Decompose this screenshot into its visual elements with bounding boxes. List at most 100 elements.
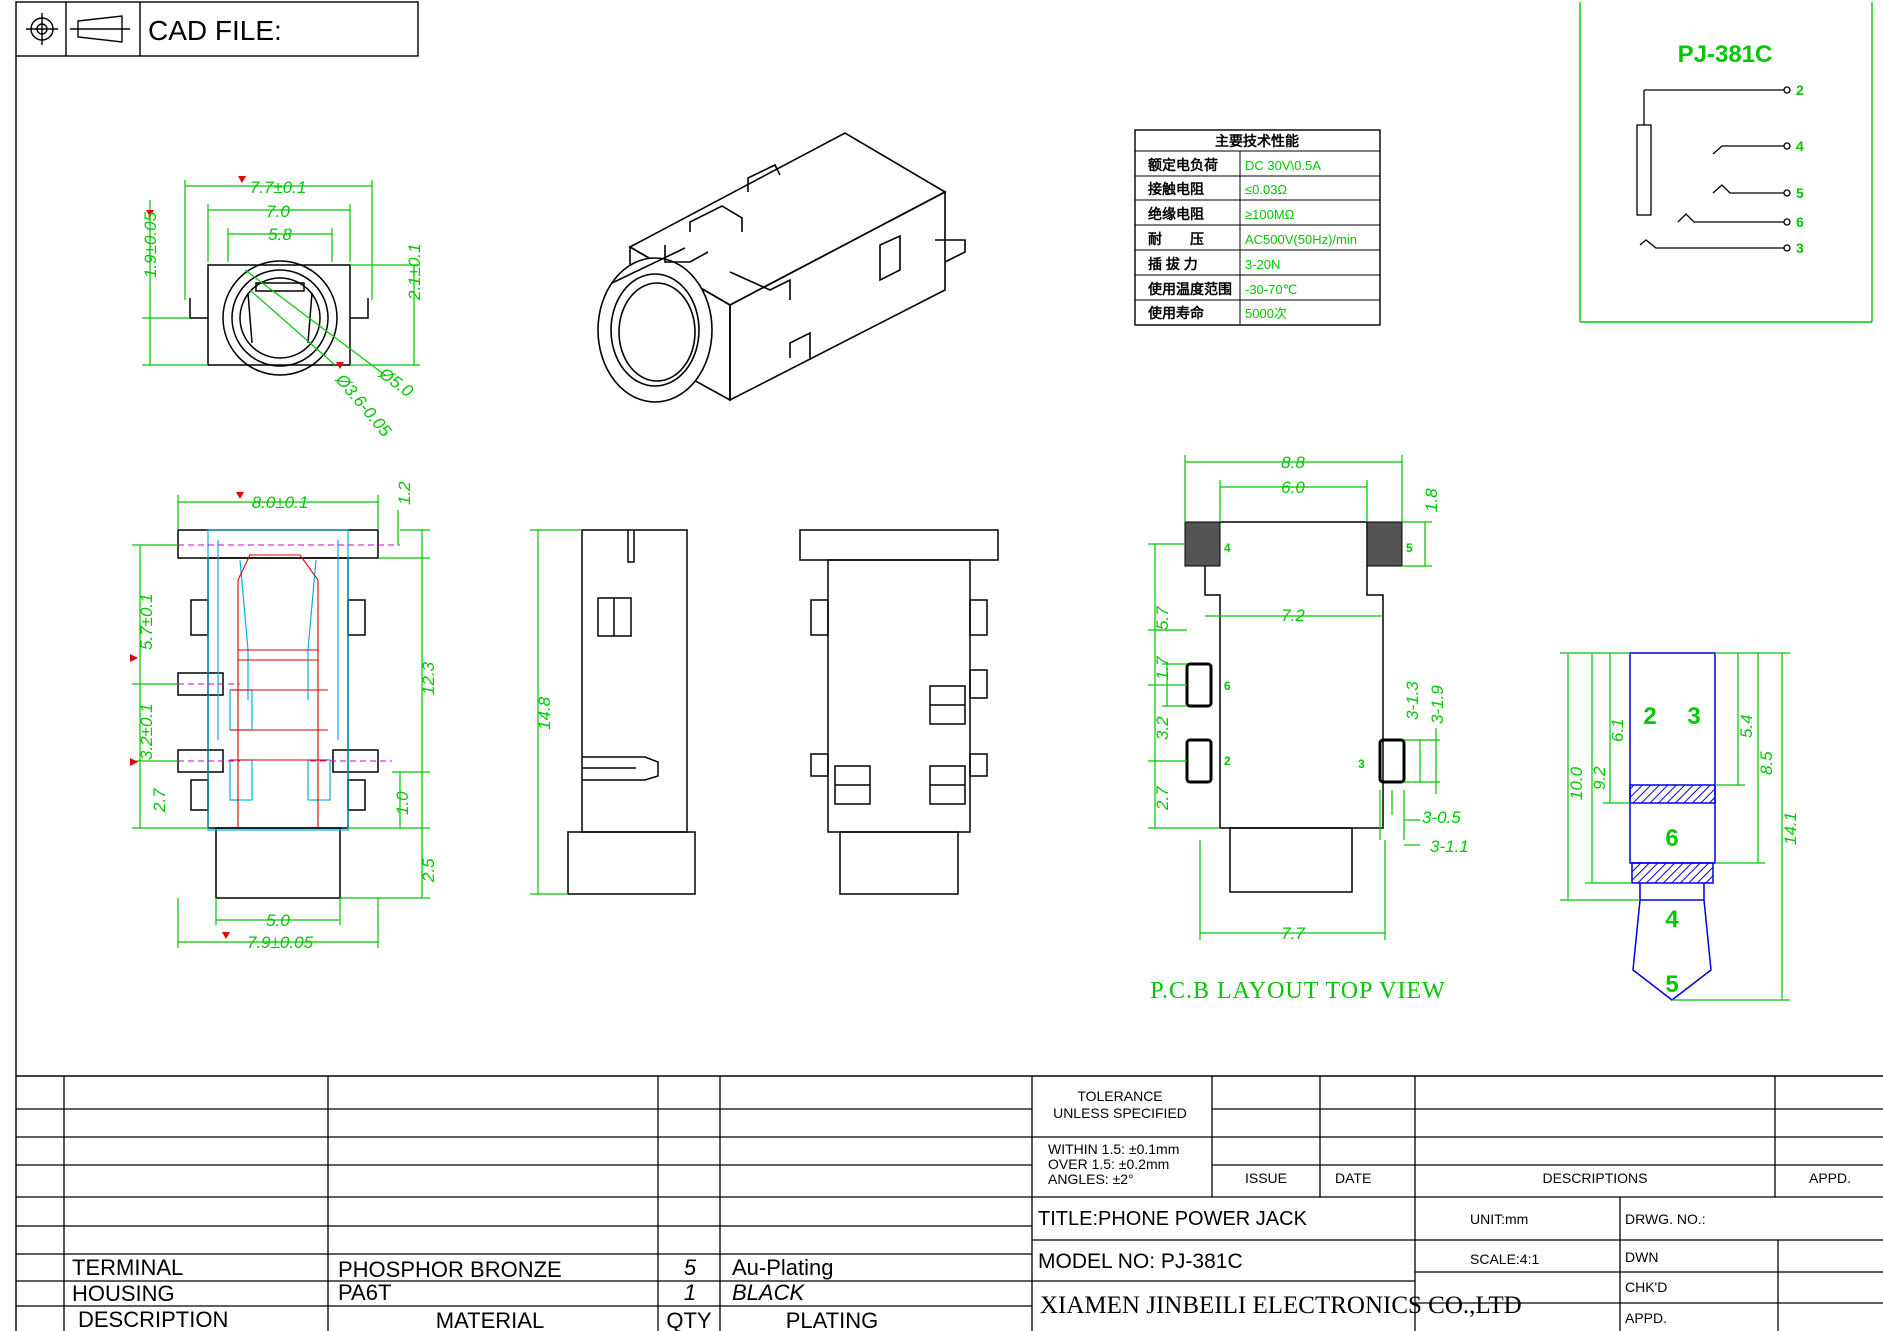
tolerance-line: OVER 1.5: ±0.2mm (1048, 1156, 1169, 1172)
approved-by-field: APPD. (1625, 1310, 1667, 1326)
pcb-caption: P.C.B LAYOUT TOP VIEW (1150, 978, 1446, 1004)
pcb-pad-label: 4 (1224, 541, 1231, 555)
dim-pcb-slot1: 3-1.3 (1403, 681, 1422, 720)
schematic-pin-labels: 2 4 5 6 3 (1796, 82, 1804, 256)
dim-side-length: 14.8 (535, 696, 554, 730)
projection-symbol-icon (26, 13, 130, 45)
spec-label: 接触电阻 (1148, 181, 1204, 197)
dim-top-width-bottom: 7.9±0.05 (247, 933, 314, 952)
dim-front-diameter-outer: Ø5.0 (375, 363, 417, 401)
pcb-pad-label: 5 (1406, 541, 1413, 555)
title-block-fields: TITLE:PHONE POWER JACK MODEL NO: PJ-381C… (1038, 1208, 1706, 1326)
dim-pcb-offset2: 2.7 (1153, 786, 1172, 811)
dim-plug-upper-right: 5.4 (1737, 714, 1756, 738)
spec-value: ≥100MΩ (1245, 207, 1295, 222)
schematic-symbol (1636, 86, 1791, 252)
bill-of-materials: TERMINAL PHOSPHOR BRONZE 5 Au-Plating HO… (72, 1255, 878, 1331)
header-box (15, 1, 419, 57)
dim-plug-overall-right: 14.1 (1781, 812, 1800, 845)
spec-label: 耐 压 (1148, 231, 1204, 247)
schematic-pin: 4 (1796, 138, 1804, 154)
plug-label: 2 (1643, 703, 1656, 730)
rev-descriptions: DESCRIPTIONS (1542, 1170, 1647, 1186)
checked-by-field: CHK'D (1625, 1279, 1667, 1295)
top-view: 8.0±0.1 1.2 5.7±0.1 3.2±0.1 2.7 12.3 1.0… (130, 481, 438, 952)
dim-pcb-offset1: 5.7 (1153, 606, 1172, 630)
bom-plating: BLACK (732, 1280, 805, 1305)
schematic-pin: 5 (1796, 185, 1804, 201)
dim-pcb-width-overall: 8.8 (1281, 453, 1305, 472)
dim-pcb-slot3: 3-0.5 (1422, 808, 1461, 827)
rev-issue: ISSUE (1245, 1170, 1287, 1186)
company-name: XIAMEN JINBEILI ELECTRONICS CO.,LTD (1040, 1292, 1522, 1319)
drawing-title: TITLE:PHONE POWER JACK (1038, 1208, 1308, 1230)
cad-file-label: CAD FILE: (148, 15, 282, 46)
dim-pcb-pad-height: 1.8 (1422, 488, 1441, 512)
dim-plug-mid-left: 9.2 (1590, 766, 1609, 790)
side-view-left: 14.8 (530, 529, 696, 895)
bom-header-qty: QTY (666, 1308, 712, 1331)
bom-header-description: DESCRIPTION (78, 1307, 228, 1331)
spec-value: DC 30V\0.5A (1245, 158, 1321, 173)
schematic-pin: 2 (1796, 82, 1804, 98)
pcb-pads (1184, 521, 1403, 567)
dim-pcb-pitch: 3.2 (1153, 716, 1172, 740)
drawn-by-field: DWN (1625, 1249, 1658, 1265)
tolerance-block: TOLERANCE UNLESS SPECIFIED WITHIN 1.5: ±… (1048, 1088, 1187, 1187)
revision-headers: ISSUE DATE DESCRIPTIONS APPD. (1245, 1170, 1851, 1186)
dim-front-height-right: 2.1±0.1 (405, 243, 424, 301)
bom-plating: Au-Plating (732, 1255, 834, 1280)
schematic-frame (1579, 2, 1873, 323)
dim-front-width-body: 7.0 (266, 202, 290, 221)
dim-front-height-left: 1.9±0.05 (141, 211, 160, 278)
plug-label: 3 (1687, 703, 1700, 730)
dim-plug-mid-right: 8.5 (1757, 751, 1776, 775)
dim-top-width-overall: 8.0±0.1 (252, 493, 309, 512)
spec-table-title: 主要技术性能 (1215, 133, 1299, 149)
bom-description: TERMINAL (72, 1255, 183, 1280)
tolerance-title: TOLERANCE (1077, 1088, 1162, 1104)
spec-value: -30-70℃ (1245, 282, 1297, 297)
drawing-number-field: DRWG. NO.: (1625, 1211, 1706, 1227)
bom-material: PA6T (338, 1280, 391, 1305)
dim-top-barrel-width: 5.0 (266, 911, 290, 930)
bom-qty: 5 (684, 1255, 697, 1280)
dim-pcb-slot2: 3-1.9 (1428, 685, 1447, 724)
bom-description: HOUSING (72, 1281, 175, 1306)
dim-top-flange: 1.2 (395, 481, 414, 505)
pcb-layout: 8.8 6.0 1.8 5.7 7.2 1.7 3.2 2.7 3-1.3 3-… (1148, 453, 1469, 1004)
dim-plug-upper-left: 6.1 (1608, 718, 1627, 742)
spec-value: ≤0.03Ω (1245, 182, 1287, 197)
spec-label: 绝缘电阻 (1148, 206, 1204, 222)
pcb-pad-label: 2 (1224, 754, 1231, 768)
dim-pcb-body-width: 7.2 (1281, 606, 1305, 625)
dim-top-pin2: 3.2±0.1 (137, 703, 156, 760)
sheet-border (15, 56, 1883, 1331)
title-block-grid (16, 1076, 1883, 1331)
dim-pcb-width-pads: 6.0 (1281, 478, 1305, 497)
pcb-pad-label: 3 (1358, 757, 1365, 771)
model-number: MODEL NO: PJ-381C (1038, 1250, 1243, 1273)
spec-value: 3-20N (1245, 257, 1280, 272)
tolerance-line: WITHIN 1.5: ±0.1mm (1048, 1141, 1179, 1157)
schematic-pin: 3 (1796, 240, 1804, 256)
rev-date: DATE (1335, 1170, 1371, 1186)
front-view: 7.7±0.1 7.0 5.8 1.9±0.05 2.1±0.1 Ø5.0 Ø3… (141, 176, 424, 441)
scale-field: SCALE:4:1 (1470, 1251, 1539, 1267)
side-view-right (799, 529, 999, 895)
plug-label: 6 (1665, 825, 1678, 852)
bom-header-material: MATERIAL (436, 1308, 544, 1331)
spec-label: 使用温度范围 (1147, 281, 1232, 297)
dim-top-pin3: 2.7 (150, 788, 169, 813)
unit-field: UNIT:mm (1470, 1211, 1528, 1227)
dim-pcb-pad6: 1.7 (1153, 656, 1172, 680)
dim-top-length: 12.3 (419, 661, 438, 695)
pcb-pad-label: 6 (1224, 679, 1231, 693)
schematic-pin: 6 (1796, 214, 1804, 230)
tolerance-line: ANGLES: ±2° (1048, 1171, 1134, 1187)
plug-label: 5 (1665, 971, 1678, 998)
plug-diagram: 10.0 9.2 6.1 5.4 8.5 14.1 2 3 6 4 5 (1560, 652, 1800, 1001)
dim-top-pin1: 5.7±0.1 (137, 593, 156, 650)
bom-material: PHOSPHOR BRONZE (338, 1257, 562, 1282)
